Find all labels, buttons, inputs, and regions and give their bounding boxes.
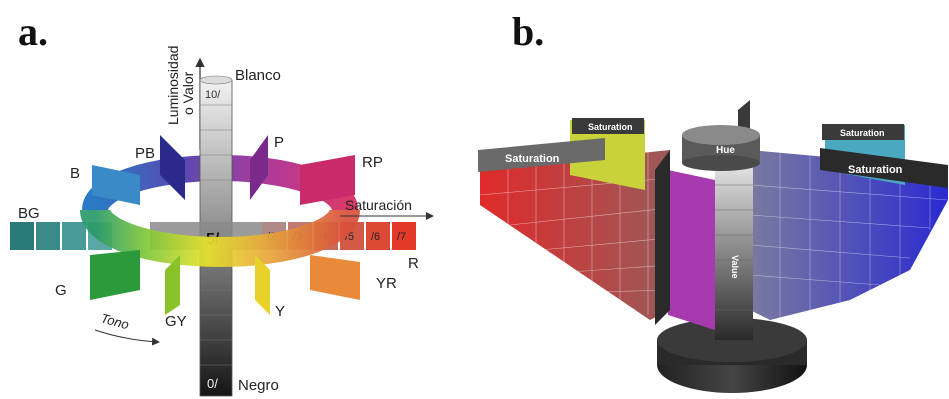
saturation-label: Saturación (345, 197, 412, 213)
hue-arrow (94, 329, 160, 346)
purple-fin (668, 170, 715, 330)
svg-text:/6: /6 (371, 231, 380, 243)
hue-label-y: Y (275, 303, 285, 320)
fin-rp (300, 155, 355, 205)
hue-label-p: P (274, 134, 284, 151)
munsell-solid-b: Saturation Saturation Saturation Saturat… (478, 100, 949, 393)
svg-text:Saturation: Saturation (848, 164, 903, 176)
value-label: Value (730, 255, 740, 279)
hue-label-g: G (55, 282, 67, 299)
svg-text:/5: /5 (345, 231, 354, 243)
hue-label-b: Hue (716, 145, 735, 156)
hue-label-bg: BG (18, 205, 40, 222)
negro-label: Negro (238, 377, 279, 394)
blanco-label: Blanco (235, 67, 281, 84)
bottom-value-label: 0/ (207, 376, 218, 391)
saturation-bar-left: Saturation (478, 138, 605, 172)
hue-label-r: R (408, 255, 419, 272)
value-pillar (715, 160, 753, 340)
blue-wing (749, 150, 949, 320)
svg-text:Saturation: Saturation (505, 153, 560, 165)
fin-p (250, 135, 268, 200)
panel-a-letter: a. (18, 9, 48, 54)
hue-label-b: B (70, 165, 80, 182)
svg-text:Saturation: Saturation (588, 122, 633, 132)
hue-label-rp: RP (362, 154, 383, 171)
saturation-bar-right-top: Saturation (822, 124, 904, 140)
saturation-bar-top: Saturation (572, 118, 644, 134)
saturation-bar-right: Saturation (820, 148, 948, 188)
fin-b (92, 165, 140, 205)
hue-label-yr: YR (376, 275, 397, 292)
svg-text:/7: /7 (397, 231, 406, 243)
hue-ring-front (80, 208, 360, 267)
yellow-green-fin (570, 120, 645, 190)
fin-y (255, 255, 270, 315)
top-value-label: 10/ (205, 89, 221, 101)
svg-text:Luminosidad: Luminosidad (165, 46, 181, 125)
fin-g (90, 250, 140, 300)
hue-label-pb: PB (135, 145, 155, 162)
munsell-diagram-a: Luminosidad o Valor 10/ 0/ 5/ (10, 46, 434, 397)
fin-yr (310, 255, 360, 300)
svg-text:Saturation: Saturation (840, 128, 885, 138)
hue-label: Tono (99, 310, 130, 332)
fin-gy (165, 255, 180, 315)
fin-pb (160, 135, 185, 200)
panel-b-letter: b. (512, 9, 545, 54)
svg-text:o Valor: o Valor (180, 71, 196, 115)
value-axis-label: Luminosidad o Valor (165, 46, 196, 125)
hue-label-gy: GY (165, 313, 187, 330)
